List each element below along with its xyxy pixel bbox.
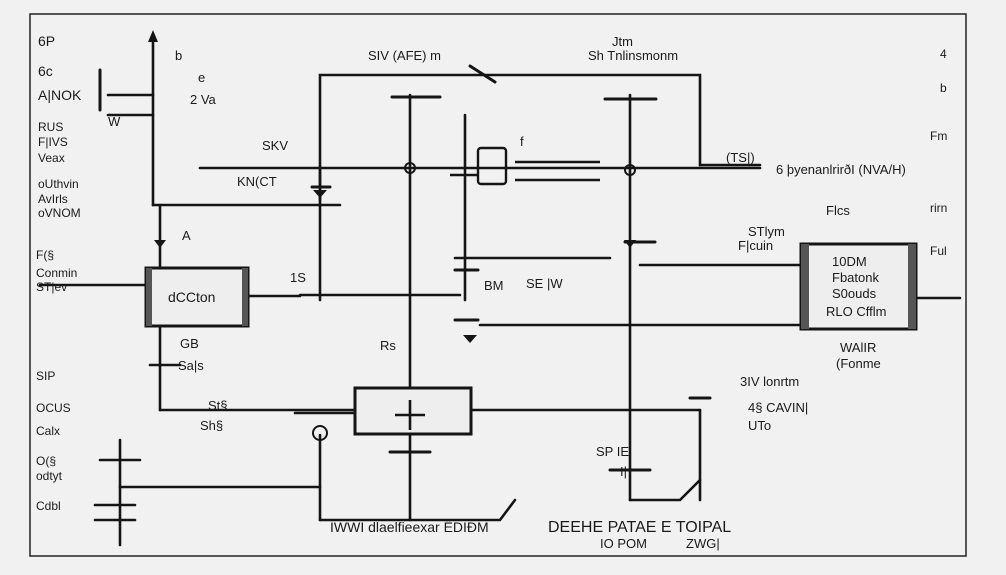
left-top-label: A|NOK	[38, 87, 82, 103]
right-block-line: Fbatonk	[832, 270, 879, 285]
block-dccton	[144, 266, 250, 328]
left-column-mid: RUS F|IVS Veax oUthvin AvIrls oVNOM	[38, 120, 81, 220]
footer-labels: IWWI dlaelfieexar ËDIÐM DEEHE PATAE E TO…	[330, 519, 731, 551]
left-column-bottom: SIP OCUS Calx O(§ odtyt Cdbl	[36, 369, 71, 513]
right-block-line: S0ouds	[832, 286, 877, 301]
diode	[154, 240, 166, 248]
node	[312, 425, 328, 441]
node	[624, 164, 636, 176]
left-bottom-label: Calx	[36, 424, 60, 438]
right-block-line: RLO Cfflm	[826, 304, 886, 319]
label: BM	[484, 278, 504, 293]
top-right-label: Jtm	[612, 34, 633, 49]
block-center	[353, 386, 473, 436]
footer-right-sub: IO POM	[600, 536, 647, 551]
left-bottom-label: Cdbl	[36, 499, 61, 513]
left-lower-label: Conmin	[36, 266, 77, 280]
oscillator-box	[450, 146, 600, 186]
label: Flcs	[826, 203, 850, 218]
left-top-label: 6c	[38, 63, 53, 79]
left-mid-label: oVNOM	[38, 206, 81, 220]
label: 3IV lonrtm	[740, 374, 799, 389]
label: e	[198, 70, 205, 85]
page-frame	[29, 13, 967, 557]
left-bottom-label: SIP	[36, 369, 55, 383]
top-switch-label: SIV (AFE) m	[368, 48, 441, 63]
left-column-lower: F(§ Conmin ST|ev	[36, 248, 77, 294]
diode	[624, 240, 636, 248]
label: 4§ CAVIN|	[748, 400, 808, 415]
label: WAlIR	[840, 340, 876, 355]
block-left-text: dCCton	[168, 289, 215, 305]
label: GB	[180, 336, 199, 351]
diodes	[148, 30, 636, 343]
left-mid-label: RUS	[38, 120, 63, 134]
label: F|cuin	[738, 238, 773, 253]
right-top-label: b	[940, 81, 947, 95]
label: 1S	[290, 270, 306, 285]
label: St§	[208, 398, 228, 413]
label: KN(CT	[237, 174, 277, 189]
right-column: 4 b Fm rirn Ful	[930, 47, 947, 258]
left-lower-label: F(§	[36, 248, 54, 262]
label: SP IE	[596, 444, 629, 459]
footer-right-caption: DEEHE PATAE E TOIPAL	[548, 519, 731, 536]
label: Sh§	[200, 418, 223, 433]
label: A	[182, 228, 191, 243]
label: STlym	[748, 224, 785, 239]
footer-right-sub2: ZWG|	[686, 536, 720, 551]
left-bottom-label: OCUS	[36, 401, 71, 415]
left-top-label: 6P	[38, 33, 55, 49]
left-bottom-label: O(§	[36, 454, 56, 468]
diode	[313, 190, 327, 198]
right-block-line: 10DM	[832, 254, 867, 269]
label: 2 Va	[190, 92, 217, 107]
label: 6 þyenanlrirðI (NVA/H)	[776, 162, 906, 177]
label: b	[175, 48, 182, 63]
diode	[463, 335, 477, 343]
components	[98, 64, 712, 472]
label: UTo	[748, 418, 771, 433]
label: Rs	[380, 338, 396, 353]
label: SE |W	[526, 276, 563, 291]
label: (TS|)	[726, 150, 755, 165]
left-mid-label: F|IVS	[38, 135, 68, 149]
label: I|	[620, 464, 627, 479]
label: Sa|s	[178, 358, 204, 373]
switch-contact	[468, 64, 497, 84]
left-lower-label: ST|ev	[36, 280, 67, 294]
top-right-sub-label: Sh Tnlinsmonm	[588, 48, 678, 63]
label: SKV	[262, 138, 288, 153]
left-mid-label: oUthvin	[38, 177, 79, 191]
right-mid-label: rirn	[930, 201, 947, 215]
right-mid-label: Ful	[930, 244, 947, 258]
left-mid-label: AvIrls	[38, 192, 68, 206]
label: f	[520, 134, 524, 149]
left-mid-label: Veax	[38, 151, 65, 165]
label: (Fonme	[836, 356, 881, 371]
left-column-top: 6P 6c A|NOK	[38, 33, 82, 103]
footer-left-caption: IWWI dlaelfieexar ËDIÐM	[330, 519, 489, 535]
block-right	[799, 242, 918, 331]
right-top-label: 4	[940, 47, 947, 61]
left-bottom-label: odtyt	[36, 469, 63, 483]
node	[404, 162, 416, 174]
right-mid-label: Fm	[930, 129, 947, 143]
label: W	[108, 114, 121, 129]
diagram-labels: SIV (AFE) m Jtm Sh Tnlinsmonm b e 2 Va W…	[108, 34, 906, 479]
arrow-head	[148, 30, 158, 42]
